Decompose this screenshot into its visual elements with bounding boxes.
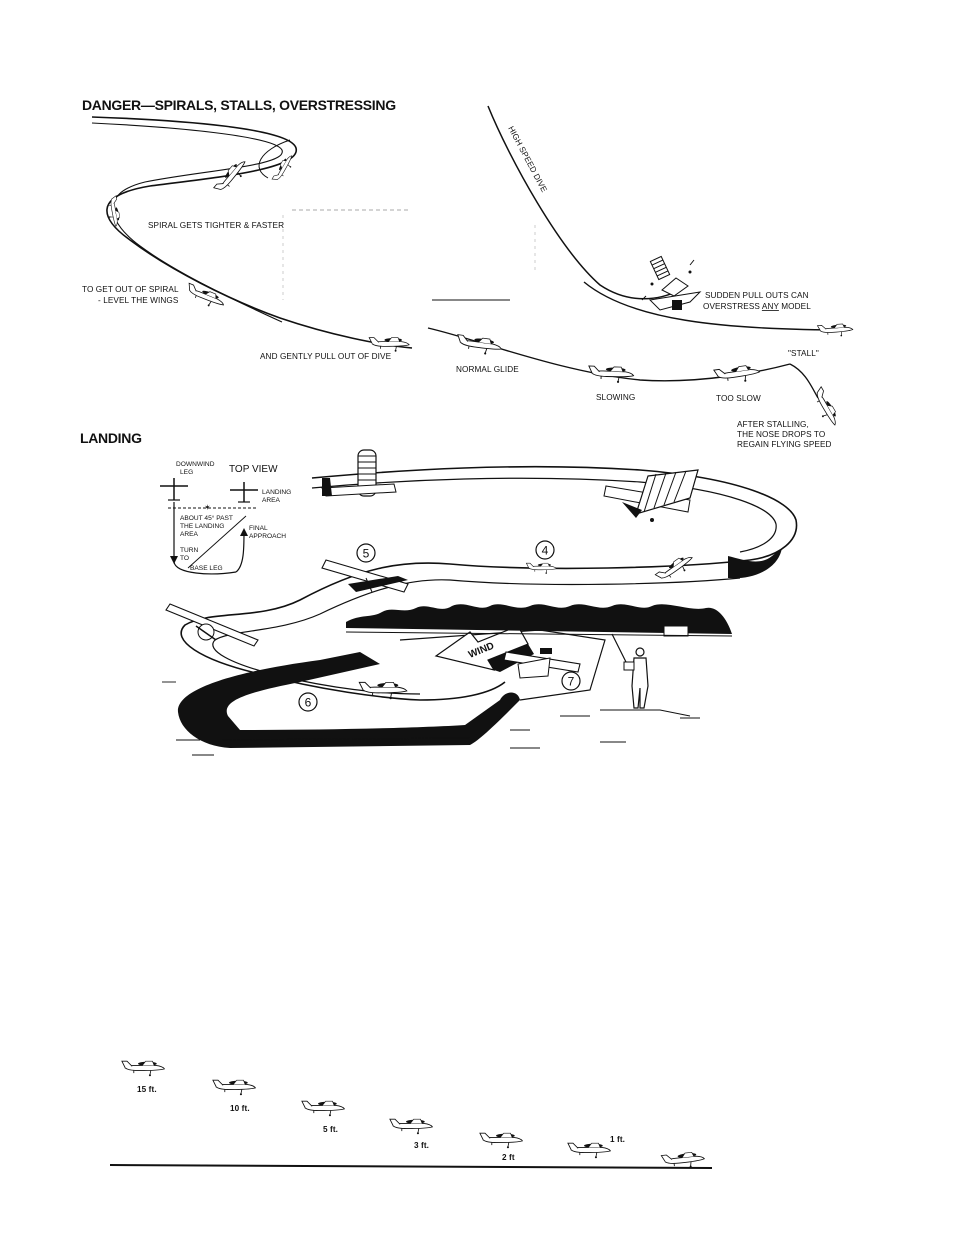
broken-model-icon — [641, 255, 702, 311]
height-label-2: 2 ft — [502, 1153, 515, 1162]
approach-plane-icon — [567, 1142, 611, 1159]
landing-area-label-1: LANDING — [262, 489, 291, 496]
inset-plane-icon — [230, 482, 258, 503]
get-out-label-1: TO GET OUT OF SPIRAL — [82, 285, 179, 294]
height-label-15: 15 ft. — [137, 1085, 157, 1094]
approach-plane-icon — [301, 1100, 345, 1117]
height-label-10: 10 ft. — [230, 1104, 250, 1113]
faint-box — [282, 209, 536, 301]
slowing-plane-icon — [587, 365, 635, 384]
circled-marker-7: 7 — [561, 671, 581, 691]
landing-title: LANDING — [80, 430, 142, 446]
after-stall-label-1: AFTER STALLING, — [737, 420, 809, 429]
approach-plane-icon — [389, 1118, 433, 1135]
approach-plane-icon — [212, 1079, 256, 1096]
normal-glide-plane-icon — [455, 334, 503, 358]
about-45-label-3: AREA — [180, 531, 199, 538]
too-slow-label: TOO SLOW — [716, 394, 761, 403]
stall-plane-icon — [808, 386, 842, 429]
circled-marker-4: 4 — [535, 540, 555, 560]
circled-marker-5: 5 — [356, 543, 376, 563]
downwind-label-2: LEG — [180, 469, 193, 476]
spiral-path — [91, 116, 413, 349]
svg-text:7: 7 — [568, 675, 575, 689]
pilot-figure — [600, 633, 691, 717]
svg-text:4: 4 — [542, 544, 549, 558]
final-approach-label-1: FINAL — [249, 525, 268, 532]
svg-text:6: 6 — [305, 696, 312, 710]
about-45-label-1: ABOUT 45° PAST — [180, 514, 233, 522]
inset-plane-icon — [160, 478, 188, 501]
level-wings-plane-icon — [183, 282, 227, 312]
stall-path — [789, 363, 819, 399]
base-leg-label: BASE LEG — [190, 565, 223, 572]
circuit-plane-icon — [321, 559, 409, 593]
circuit-plane-icon — [321, 449, 397, 497]
slowing-label: SLOWING — [596, 393, 635, 402]
downwind-label-1: DOWNWIND — [176, 461, 215, 468]
pull-out-plane-icon — [368, 337, 410, 353]
normal-glide-label: NORMAL GLIDE — [456, 365, 519, 374]
ground-line — [109, 1164, 713, 1169]
after-stall-label-3: REGAIN FLYING SPEED — [737, 440, 832, 449]
approach-sequence: 15 ft. 10 ft. 5 ft. 3 ft. 2 ft 1 ft. — [109, 1060, 713, 1171]
get-out-label-2: - LEVEL THE WINGS — [98, 296, 179, 305]
gently-pull-label: AND GENTLY PULL OUT OF DIVE — [260, 352, 392, 361]
danger-section: DANGER—SPIRALS, STALLS, OVERSTRESSING SP… — [82, 97, 854, 449]
approach-plane-icon — [121, 1060, 165, 1077]
final-approach-label-2: APPROACH — [249, 533, 286, 540]
ground-marks — [162, 681, 700, 756]
approach-plane-icon — [479, 1132, 523, 1149]
stall-label: "STALL" — [788, 349, 819, 358]
spiral-plane-icon — [105, 195, 122, 228]
runway-band — [177, 652, 520, 748]
svg-text:5: 5 — [363, 547, 370, 561]
circuit-plane-icon — [603, 469, 699, 522]
sudden-pullouts-label-1: SUDDEN PULL OUTS CAN — [705, 291, 809, 300]
top-view-inset: TOP VIEW DOWNWIND LEG LANDING AREA ✶ — [160, 461, 291, 575]
landing-section: LANDING TOP VIEW DOWNWIND LEG LANDING AR… — [80, 430, 798, 756]
landing-area-label-2: AREA — [262, 497, 281, 504]
turn-to-label-1: TURN — [180, 547, 199, 554]
circuit-plane-icon — [503, 648, 581, 679]
turn-to-label-2: TO — [180, 555, 189, 562]
inset-marker: ✶ — [204, 503, 211, 512]
circuit-plane-icon — [165, 603, 259, 647]
dive-path — [487, 105, 851, 331]
height-label-5: 5 ft. — [323, 1125, 338, 1134]
danger-title: DANGER—SPIRALS, STALLS, OVERSTRESSING — [82, 97, 396, 113]
about-45-label-2: THE LANDING — [180, 523, 224, 530]
circled-marker-6: 6 — [298, 692, 318, 712]
circuit-plane-icon — [526, 562, 557, 575]
tree-line — [345, 604, 733, 637]
sudden-pullouts-label-2: OVERSTRESS ANY MODEL — [703, 302, 811, 311]
top-view-label: TOP VIEW — [229, 464, 278, 475]
height-label-3: 3 ft. — [414, 1141, 429, 1150]
after-stall-label-2: THE NOSE DROPS TO — [737, 430, 825, 439]
too-slow-plane-icon — [713, 363, 762, 387]
overstress-plane-icon — [817, 322, 854, 339]
spiral-tighter-label: SPIRAL GETS TIGHTER & FASTER — [148, 221, 284, 230]
height-label-1: 1 ft. — [610, 1135, 625, 1144]
